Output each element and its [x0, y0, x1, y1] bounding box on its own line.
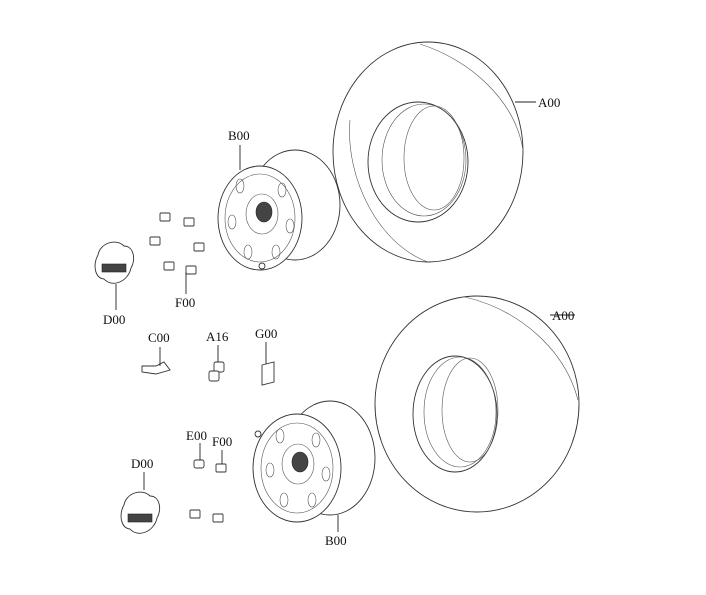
label-c00: C00: [148, 330, 170, 345]
label-a16: A16: [206, 329, 229, 344]
rim-top: [217, 149, 341, 271]
label-e00: E00: [186, 428, 207, 443]
label-d00-bottom: D00: [131, 456, 153, 471]
hub-cap-bottom: [120, 491, 161, 534]
label-f00-bottom: F00: [212, 434, 232, 449]
tire-bottom: [374, 295, 580, 513]
label-a00-bottom: A00: [552, 308, 574, 323]
label-b00-top: B00: [228, 128, 250, 143]
tire-top: [332, 41, 524, 263]
leader-lines: [115, 101, 575, 532]
label-f00-top: F00: [175, 295, 195, 310]
valve-a16: [208, 361, 225, 382]
valve-stem-c00: [141, 361, 171, 375]
label-a00-top: A00: [538, 95, 560, 110]
label-d00-top: D00: [103, 312, 125, 327]
lug-nuts-bottom: [189, 459, 227, 523]
label-g00: G00: [255, 326, 277, 341]
rim-bottom: [252, 400, 376, 523]
weight-g00: [261, 361, 275, 386]
lug-nuts-top: [149, 212, 205, 275]
hub-cap-top: [94, 241, 135, 284]
label-b00-bottom: B00: [325, 533, 347, 548]
